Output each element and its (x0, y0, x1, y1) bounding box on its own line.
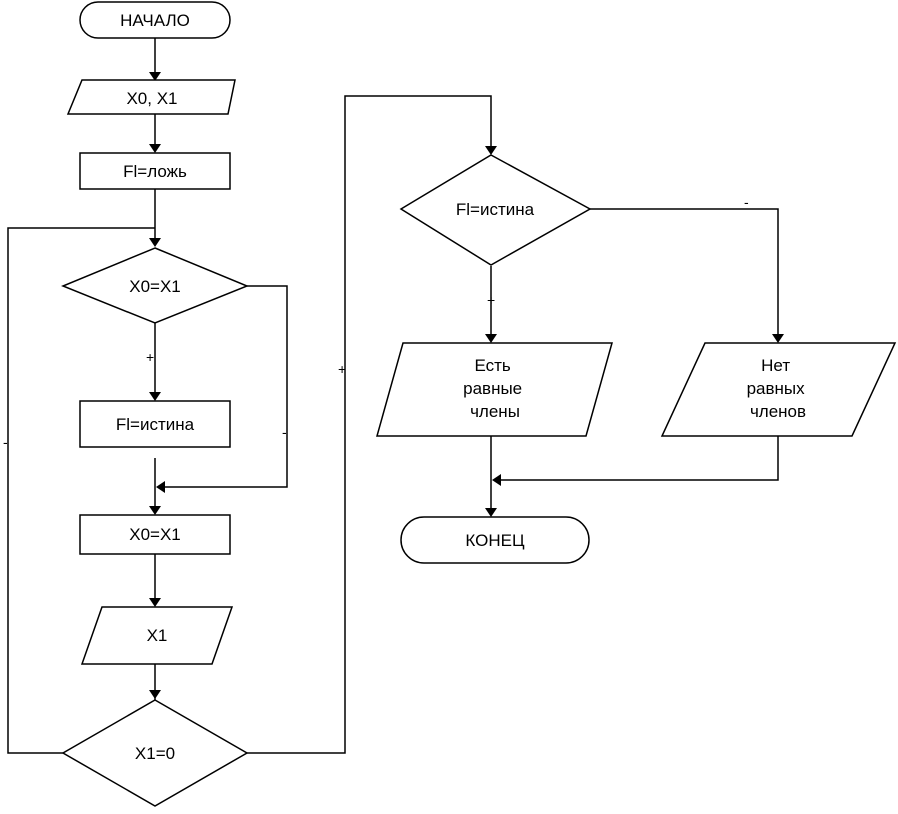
output-equal-line-3: члены (470, 402, 520, 421)
arrow-head (485, 334, 497, 343)
decision-x0-eq-x1: X0=X1 (61, 247, 249, 324)
start-label: НАЧАЛО (120, 11, 190, 30)
input-x0-x1-label: X0, X1 (126, 89, 177, 108)
decision-fl-true: Fl=истина (399, 154, 592, 266)
arrow-head (149, 238, 161, 247)
input-x0-x1: X0, X1 (66, 79, 236, 115)
branch-yes-x0-eq-x1: + (146, 349, 154, 365)
start-terminal: НАЧАЛО (79, 1, 231, 39)
arrow-head (772, 334, 784, 343)
output-no-equal-line-2: равных (747, 379, 806, 398)
decision-x0-eq-x1-label: X0=X1 (129, 277, 181, 296)
arrow-head (485, 146, 497, 155)
output-no-equal-line-1: Нет (761, 356, 790, 375)
output-equal-line-1: Есть (474, 356, 510, 375)
arrow-head (485, 508, 497, 517)
input-x1: X1 (80, 606, 234, 665)
arrow-head (149, 392, 161, 401)
input-x1-label: X1 (147, 626, 168, 645)
arrow-head (149, 72, 161, 81)
branch-yes-fl-true: + (487, 292, 495, 308)
process-fl-false: Fl=ложь (79, 152, 231, 190)
process-assign-x0-x1: X0=X1 (79, 514, 231, 555)
output-no-equal-members-text: Нет равных членов (747, 356, 810, 421)
branch-labels: + - - + + - (3, 194, 749, 450)
arrow-head (149, 506, 161, 515)
decision-fl-true-label: Fl=истина (456, 200, 535, 219)
branch-no-x0-eq-x1: - (282, 424, 287, 440)
process-fl-true: Fl=истина (79, 400, 231, 448)
arrow-head (149, 144, 161, 153)
process-fl-true-label: Fl=истина (116, 415, 195, 434)
arrow-head (149, 598, 161, 607)
output-equal-members: Есть равные члены (376, 342, 613, 437)
decision-x1-zero: X1=0 (61, 699, 249, 807)
process-assign-x0-x1-label: X0=X1 (129, 525, 181, 544)
branch-yes-x1-zero: + (338, 361, 346, 377)
branch-no-fl-true: - (744, 194, 749, 210)
output-no-equal-members: Нет равных членов (660, 342, 897, 437)
output-equal-members-text: Есть равные члены (463, 356, 527, 421)
output-no-equal-line-3: членов (750, 402, 806, 421)
arrow-head (156, 481, 165, 493)
end-terminal: КОНЕЦ (400, 516, 590, 564)
process-fl-false-label: Fl=ложь (123, 162, 187, 181)
end-label: КОНЕЦ (465, 531, 525, 550)
branch-no-x1-zero: - (3, 434, 8, 450)
arrow-head (149, 690, 161, 699)
decision-x1-zero-label: X1=0 (135, 744, 175, 763)
connectors (7, 38, 779, 754)
arrowheads (149, 72, 784, 699)
output-equal-line-2: равные (463, 379, 522, 398)
arrow-head (492, 474, 501, 486)
